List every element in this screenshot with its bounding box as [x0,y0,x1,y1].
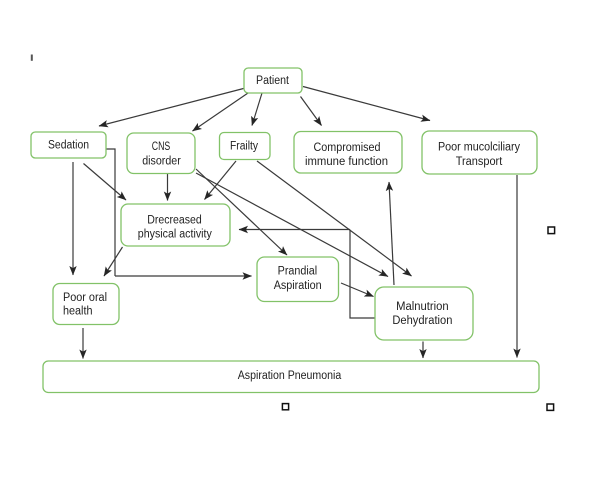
svg-text:Dehydration: Dehydration [392,315,452,327]
svg-text:Poor oral: Poor oral [63,292,107,304]
svg-text:physical activity: physical activity [138,228,212,240]
svg-text:disorder: disorder [142,156,181,168]
svg-text:Poor mucolciliary: Poor mucolciliary [438,141,520,153]
svg-text:Malnutrion: Malnutrion [396,301,449,313]
svg-text:Prandial: Prandial [278,266,318,278]
svg-text:Frailty: Frailty [230,141,258,153]
svg-text:Aspiration Pneumonia: Aspiration Pneumonia [238,370,342,382]
svg-text:Sedation: Sedation [48,140,89,152]
svg-text:CNS: CNS [152,141,171,153]
svg-text:Patient: Patient [256,75,290,87]
svg-text:immune function: immune function [305,156,388,168]
svg-text:health: health [63,306,93,318]
svg-text:Compromised: Compromised [314,142,381,154]
svg-text:Drecreased: Drecreased [147,214,202,226]
svg-text:Transport: Transport [456,156,503,168]
svg-text:Aspiration: Aspiration [274,280,322,292]
